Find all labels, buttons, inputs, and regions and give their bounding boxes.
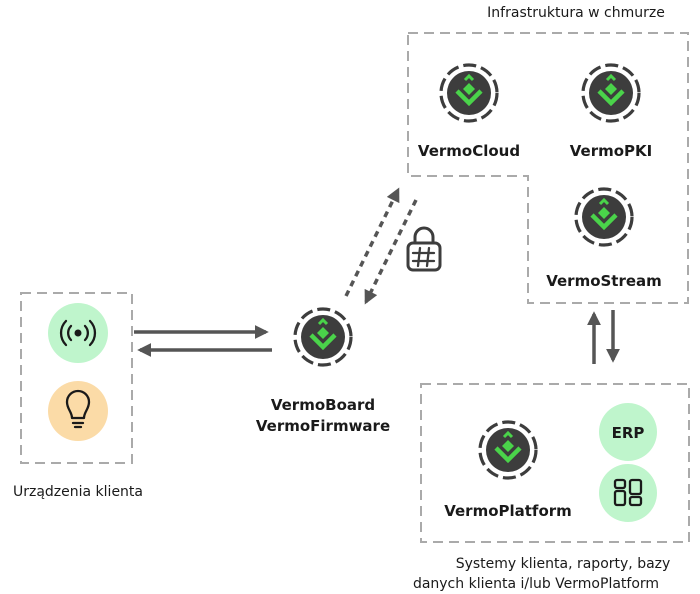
vermo-logo-icon xyxy=(583,65,639,121)
wireless-signal-icon xyxy=(59,319,97,347)
customer-systems-group xyxy=(420,383,690,543)
encrypted-link-up xyxy=(344,187,400,297)
vermo-logo-icon xyxy=(441,65,497,121)
apps-node xyxy=(599,464,657,522)
encrypted-lock-icon xyxy=(406,226,442,272)
vermopki-node: VermoPKI xyxy=(570,65,653,160)
vermo-logo-icon xyxy=(295,309,351,365)
cloud-infrastructure-group xyxy=(407,32,689,304)
client-devices-group xyxy=(20,292,133,464)
wireless-device-node xyxy=(48,303,108,363)
systems-title-line1: Systemy klienta, raporty, bazy xyxy=(456,556,671,572)
vermoplatform-label: VermoPlatform xyxy=(444,502,572,520)
vermoboard-node: VermoBoard VermoFirmware xyxy=(256,309,390,435)
lightbulb-device-node xyxy=(48,381,108,441)
cloud-group-title: Infrastruktura w chmurze xyxy=(487,5,665,21)
vermostream-node: VermoStream xyxy=(546,189,662,290)
encrypted-link-down xyxy=(364,199,418,305)
vermo-logo-icon xyxy=(480,422,536,478)
vermostream-label: VermoStream xyxy=(546,272,662,290)
vermo-logo-icon xyxy=(576,189,632,245)
lightbulb-icon xyxy=(65,389,91,429)
vermopki-label: VermoPKI xyxy=(570,142,653,160)
apps-grid-icon xyxy=(613,478,643,507)
vermocloud-node: VermoCloud xyxy=(418,65,520,160)
erp-node: ERP xyxy=(599,403,657,461)
vermocloud-label: VermoCloud xyxy=(418,142,520,160)
client-devices-title: Urządzenia klienta xyxy=(13,484,143,500)
erp-label: ERP xyxy=(612,424,645,442)
systems-title-line2: danych klienta i/lub VermoPlatform xyxy=(413,576,659,592)
vermofirmware-label: VermoFirmware xyxy=(256,417,390,435)
vermoplatform-node: VermoPlatform xyxy=(444,422,572,520)
vermoboard-label: VermoBoard xyxy=(271,396,375,414)
